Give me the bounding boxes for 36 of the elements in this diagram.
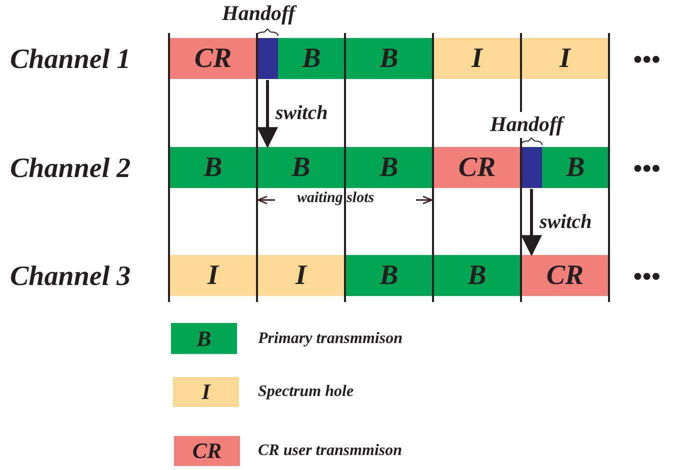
time-slot: I (169, 255, 257, 296)
time-slot: CR (433, 147, 521, 188)
channel-label: Channel 1 (10, 46, 131, 74)
time-slot: B (169, 147, 257, 188)
time-slot: B (257, 147, 345, 188)
time-slot: B (433, 255, 521, 296)
time-slot: CR (169, 38, 257, 79)
swatch-letter: I (202, 381, 210, 403)
legend-text: Primary transmmison (258, 330, 402, 346)
time-slot: B (278, 38, 345, 79)
time-slot: B (345, 38, 433, 79)
time-slot: I (433, 38, 521, 79)
arrow (257, 80, 278, 148)
handoff-block (257, 38, 278, 79)
channel-label: Channel 3 (10, 263, 131, 291)
handoff-block (521, 147, 542, 188)
ellipsis: ••• (633, 264, 660, 290)
time-slot: CR (521, 255, 609, 296)
time-slot: I (257, 255, 345, 296)
handoff-label: Handoff (490, 114, 564, 135)
swatch-letter: B (196, 328, 212, 350)
legend-text: CR user transmmison (258, 443, 402, 459)
arrow (521, 189, 542, 256)
time-slot: B (542, 147, 609, 188)
ellipsis: ••• (633, 47, 660, 73)
legend-text: Spectrum hole (258, 384, 354, 400)
edge-label: switch (540, 212, 592, 232)
annotation: waiting slots (297, 191, 374, 206)
ellipsis: ••• (633, 156, 660, 182)
handoff-label: Handoff (222, 3, 296, 24)
swatch-letter: CR (192, 440, 222, 462)
time-slot: I (521, 38, 609, 79)
channel-label: Channel 2 (10, 155, 131, 183)
edge-label: switch (276, 103, 328, 123)
time-slot: B (345, 147, 433, 188)
time-slot: B (345, 255, 433, 296)
